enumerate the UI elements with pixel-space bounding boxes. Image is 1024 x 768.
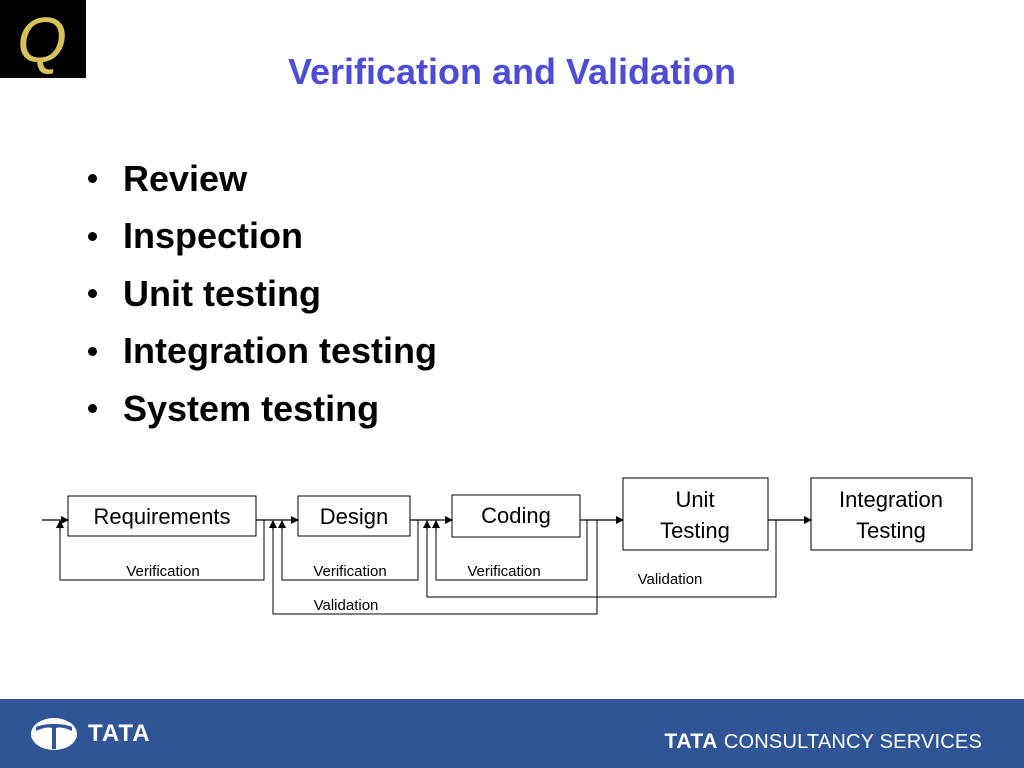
bullet-dot-icon [88,231,97,241]
logo-letter: Q [17,4,67,76]
stage-unit-testing: Unit Testing [622,477,769,551]
stage-label: Testing [856,518,926,543]
bullet-text: Unit testing [123,272,321,314]
bullet-list: Review Inspection Unit testing Integrati… [84,150,437,438]
bullet-text: Integration testing [123,330,437,372]
stage-label: Coding [481,503,551,528]
stage-design: Design [297,495,411,537]
loop-label: Validation [638,571,703,588]
process-diagram: Requirements Design Coding Unit Testing [42,477,973,615]
stage-label: Testing [660,518,730,543]
loop-coding-verification: Verification [432,520,588,581]
bullet-dot-icon [88,346,97,356]
bullet-text: Review [123,157,248,199]
loop-label: Verification [313,563,386,580]
stage-integration-testing: Integration Testing [810,477,973,551]
bullet-item: Inspection [84,208,437,266]
stage-requirements: Requirements [67,495,257,537]
stage-coding: Coding [451,494,581,538]
q-letter-logo-icon: Q [17,4,67,76]
bullet-text: Inspection [123,215,304,257]
stage-label: Design [320,504,388,529]
loop-label: Verification [126,563,199,580]
slide-title: Verification and Validation [287,51,737,92]
bullet-item: Integration testing [84,323,437,381]
tcs-brand: TATA [664,730,718,753]
tata-wordmark: TATA [88,720,151,747]
bullet-dot-icon [88,289,97,299]
q-logo: Q [0,0,86,78]
footer-band: TATA TATA CONSULTANCY SERVICES [0,699,1024,768]
tcs-suffix: CONSULTANCY SERVICES [723,731,982,753]
loop-coding-validation: Validation [269,520,598,615]
loop-label: Verification [467,563,540,580]
stage-label: Unit [675,487,714,512]
loop-unit-validation: Validation [423,520,777,598]
loop-label: Validation [314,597,379,614]
loop-requirements-verification: Verification [56,520,265,581]
bullet-dot-icon [88,404,97,414]
tcs-logo-right: TATA CONSULTANCY SERVICES [665,730,982,754]
tata-logo-left: TATA [30,717,151,751]
bullet-dot-icon [88,174,97,184]
bullet-text: System testing [123,387,380,429]
stage-label: Integration [839,487,943,512]
stage-label: Requirements [94,504,231,529]
tata-emblem-icon [31,718,77,750]
loop-design-verification: Verification [278,520,419,581]
bullet-item: Unit testing [84,265,437,323]
bullet-item: Review [84,150,437,208]
bullet-item: System testing [84,380,437,438]
